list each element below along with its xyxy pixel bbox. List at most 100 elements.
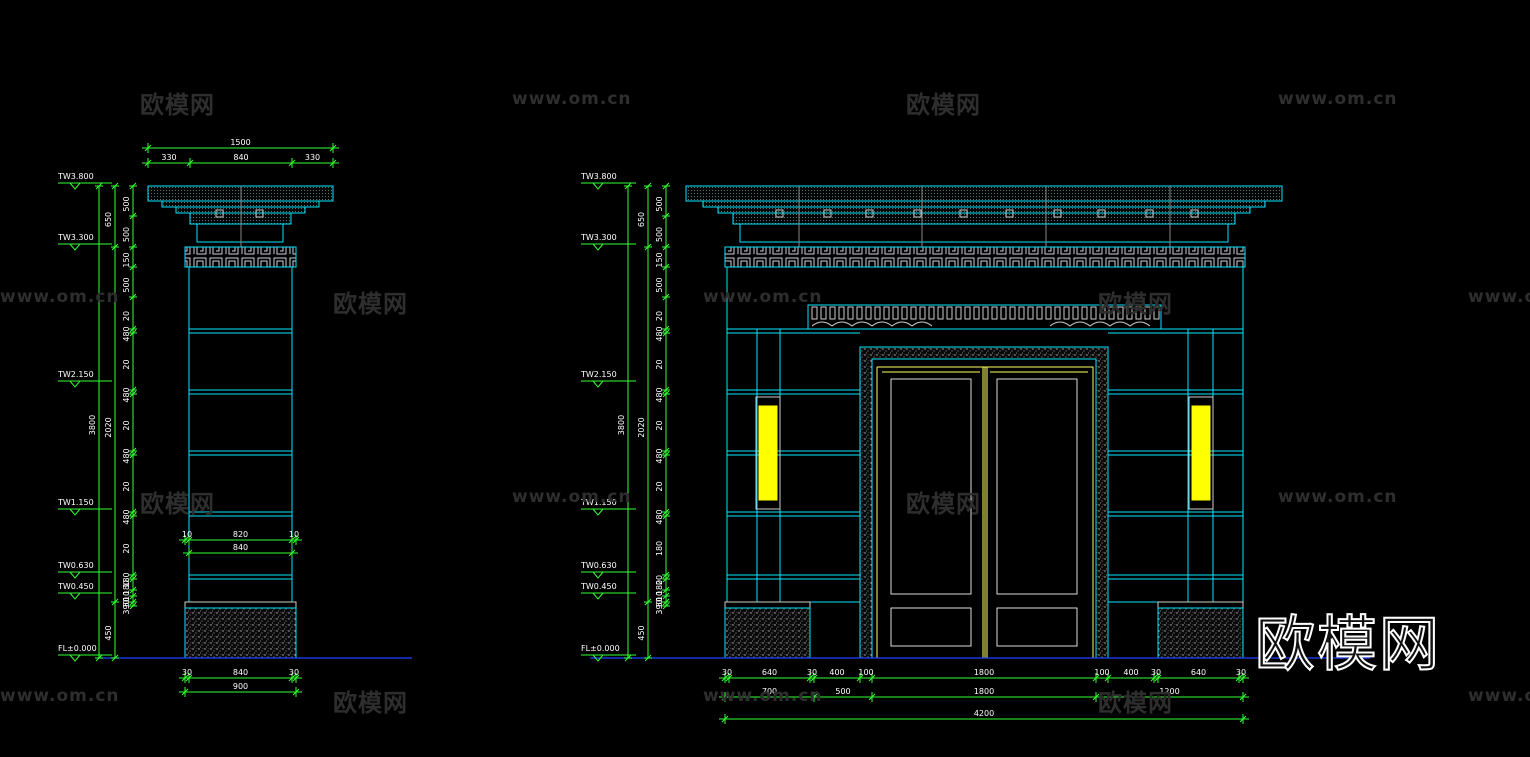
- lintel-tooth: [1063, 306, 1070, 320]
- watermark: 欧模网: [333, 290, 408, 318]
- watermark: 欧模网: [906, 490, 981, 518]
- level-marker: [592, 654, 604, 662]
- dim-tick: [288, 674, 296, 682]
- segment-dim-label: 500: [655, 277, 664, 292]
- gate-dim-row1-label: 30: [1151, 668, 1161, 677]
- level-marker: [69, 654, 81, 662]
- dim-tick: [644, 654, 652, 662]
- gate-dim-row1-label: 640: [762, 668, 777, 677]
- dim-tick: [144, 144, 152, 152]
- lintel-tooth: [1117, 306, 1124, 320]
- dim-tick: [292, 674, 300, 682]
- dim-tick: [662, 575, 670, 583]
- lintel-tooth: [1153, 306, 1160, 320]
- dim-tick: [129, 182, 137, 190]
- level-label: TW0.450: [57, 582, 94, 591]
- level-marker: [69, 243, 81, 251]
- watermark-url: www.om.cn: [512, 487, 632, 507]
- sub-dim-label: 650: [637, 212, 646, 227]
- gate-dim-row1-label: 30: [807, 668, 817, 677]
- dim-tick: [111, 182, 119, 190]
- level-marker: [69, 508, 81, 516]
- dim-tick: [624, 182, 632, 190]
- segment-dim-label: 480: [122, 509, 131, 524]
- cornice-block: [775, 209, 784, 218]
- level-label: TW3.800: [580, 172, 617, 181]
- gate-dim-row1-label: 100: [1094, 668, 1109, 677]
- dim-tick: [662, 390, 670, 398]
- lintel-tooth: [874, 306, 881, 320]
- dim-tick: [662, 386, 670, 394]
- dim-tick: [644, 598, 652, 606]
- lintel-tooth: [937, 306, 944, 320]
- dim-tick: [868, 674, 876, 682]
- dim-tick: [186, 159, 194, 167]
- gate-dim-row1-label: 640: [1191, 668, 1206, 677]
- level-label: TW1.150: [57, 498, 94, 507]
- sub-dim-label: 450: [637, 625, 646, 640]
- overall-dim-label: 3800: [617, 415, 626, 435]
- dim-tick: [662, 447, 670, 455]
- dim-tick: [1239, 715, 1247, 723]
- segment-dim-label: 20: [655, 481, 664, 491]
- level-marker: [592, 380, 604, 388]
- watermark-url: www.om.cn: [1278, 487, 1398, 507]
- gate-dim-row1-label: 1800: [974, 668, 994, 677]
- watermark-url: www.om.cn: [0, 287, 120, 307]
- segment-dim-label: 20: [122, 420, 131, 430]
- segment-dim-label: 480: [122, 326, 131, 341]
- dim-tick: [662, 571, 670, 579]
- lintel-tooth: [964, 306, 971, 320]
- lintel-tooth: [1009, 306, 1016, 320]
- lintel-tooth: [982, 306, 989, 320]
- level-marker: [592, 508, 604, 516]
- segment-dim-label: 180: [655, 580, 664, 595]
- cornice-block: [1053, 209, 1062, 218]
- dim-tick: [129, 575, 137, 583]
- lintel-tooth: [829, 306, 836, 320]
- watermark: 欧模网: [140, 91, 215, 119]
- dim-tick: [662, 325, 670, 333]
- cornice-block: [823, 209, 832, 218]
- watermark: 欧模网: [1098, 290, 1173, 318]
- dim-tick: [721, 674, 729, 682]
- segment-dim-label: 500: [122, 196, 131, 211]
- lintel-tooth: [856, 306, 863, 320]
- dim-tick: [721, 715, 729, 723]
- dim-tick: [129, 243, 137, 251]
- level-marker: [69, 571, 81, 579]
- dim-tick: [1104, 674, 1112, 682]
- lintel-tooth: [1135, 306, 1142, 320]
- dim-tick: [129, 325, 137, 333]
- dim-tick: [129, 592, 137, 600]
- lintel-tooth: [1036, 306, 1043, 320]
- dim-tick: [644, 243, 652, 251]
- dim-tick: [129, 447, 137, 455]
- segment-dim-label: 480: [655, 326, 664, 341]
- dim-tick: [129, 386, 137, 394]
- sub-dim-label: 2020: [637, 417, 646, 437]
- level-label: TW0.630: [57, 561, 94, 570]
- watermark-url: www.om.cn: [1468, 287, 1530, 307]
- dim-tick: [662, 212, 670, 220]
- dim-tick: [662, 451, 670, 459]
- cornice-block: [959, 209, 968, 218]
- lintel-tooth: [820, 306, 827, 320]
- lintel-tooth: [1090, 306, 1097, 320]
- lintel-tooth: [946, 306, 953, 320]
- watermark-url: www.om.cn: [703, 686, 823, 706]
- lintel-tooth: [1099, 306, 1106, 320]
- dim-tick: [111, 598, 119, 606]
- level-label: TW0.630: [580, 561, 617, 570]
- top-part-dim-label: 840: [233, 153, 248, 162]
- level-marker: [592, 571, 604, 579]
- segment-dim-label: 50: [122, 597, 131, 607]
- mid-dim-label: 10: [289, 530, 299, 539]
- dim-tick: [292, 536, 300, 544]
- top-overall-dim-label: 1500: [230, 138, 250, 147]
- lintel-tooth: [1000, 306, 1007, 320]
- level-label: TW3.300: [57, 233, 94, 242]
- level-label: TW3.300: [580, 233, 617, 242]
- segment-dim-label: 480: [655, 387, 664, 402]
